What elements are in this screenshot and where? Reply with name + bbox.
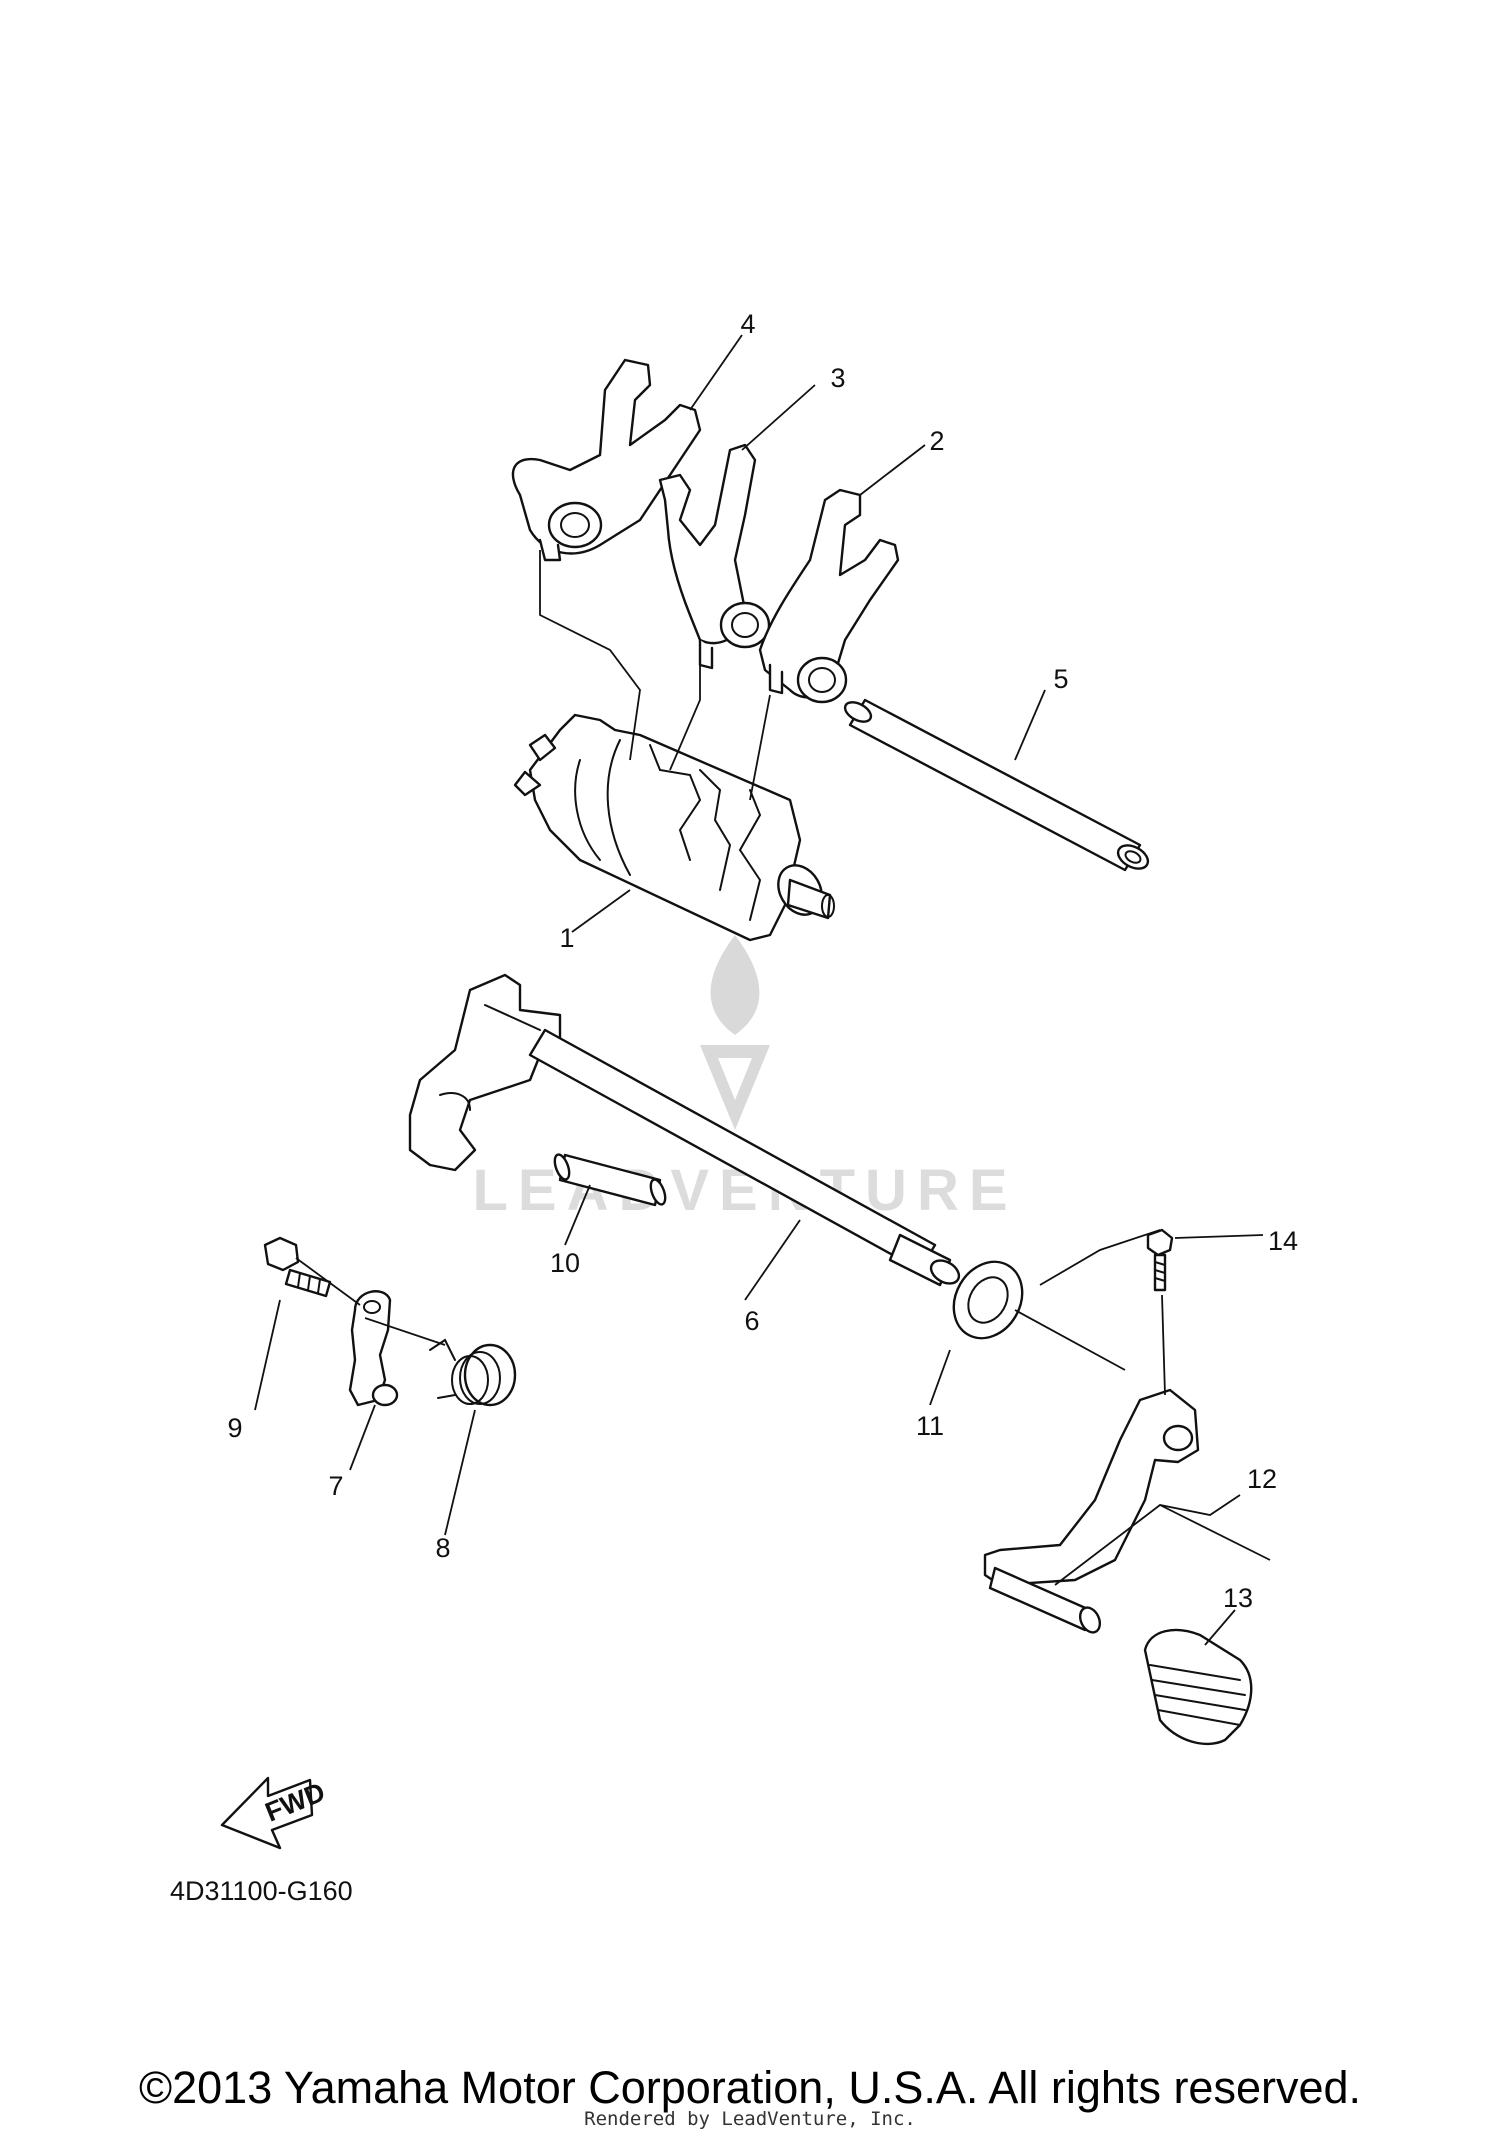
callout-12: 12 (1247, 1464, 1277, 1494)
part-12-shift-pedal (983, 1388, 1200, 1634)
part-6-shift-shaft (408, 973, 961, 1287)
callout-7: 7 (328, 1471, 343, 1501)
part-8-torsion-spring (429, 1338, 517, 1407)
part-2-shift-fork (758, 488, 900, 704)
callout-11: 11 (916, 1411, 944, 1441)
callout-labels: 4 3 2 5 1 14 10 6 9 11 12 7 13 8 (227, 309, 1298, 1613)
callout-9: 9 (227, 1413, 242, 1443)
callout-3: 3 (830, 363, 845, 393)
callout-8: 8 (435, 1533, 450, 1563)
part-7-stopper-lever (348, 1290, 399, 1407)
callout-14: 14 (1268, 1226, 1298, 1256)
copyright-notice: ©2013 Yamaha Motor Corporation, U.S.A. A… (138, 2062, 1362, 2113)
callout-10: 10 (550, 1248, 580, 1278)
part-10-dowel-pin (553, 1153, 667, 1207)
rendered-by-credit: Rendered by LeadVenture, Inc. (584, 2108, 916, 2130)
leader-lines (254, 334, 1271, 1646)
callout-5: 5 (1053, 664, 1068, 694)
part-1-shift-drum (513, 713, 835, 942)
part-11-oil-seal (952, 1260, 1024, 1340)
diagram-code: 4D31100-G160 (170, 1876, 353, 1906)
part-3-shift-fork (658, 443, 771, 670)
part-14-bolt (1146, 1228, 1174, 1292)
leadventure-watermark: LEADVENTURE (472, 935, 1008, 1223)
callout-13: 13 (1223, 1583, 1253, 1613)
callout-6: 6 (744, 1306, 759, 1336)
part-5-shift-fork-shaft (843, 698, 1150, 872)
callout-1: 1 (559, 923, 574, 953)
callout-2: 2 (929, 426, 944, 456)
part-13-pedal-rubber (1143, 1628, 1253, 1746)
callout-4: 4 (740, 309, 755, 339)
part-9-bolt (263, 1236, 332, 1298)
fwd-arrow-icon: FWD (220, 1777, 329, 1850)
part-4-shift-fork (511, 358, 702, 562)
